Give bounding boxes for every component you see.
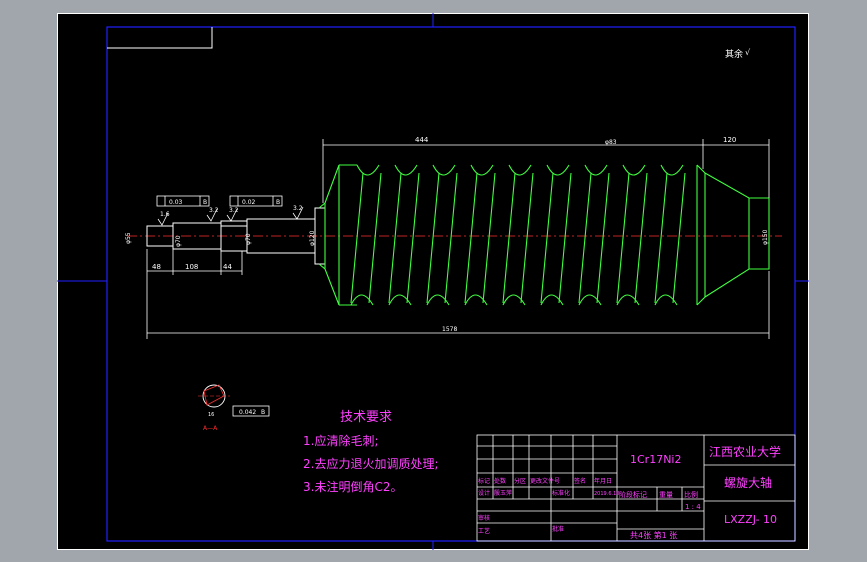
row1-label: 处数: [494, 477, 506, 485]
roughness-4: 3.2: [293, 205, 303, 212]
dim-seg1: 48: [152, 263, 161, 271]
note-3: 3.未注明倒角C2。: [303, 479, 402, 494]
drawing-no: LXZZJ- 10: [724, 513, 777, 526]
part-name: 螺旋大轴: [724, 475, 772, 490]
tol-1-ref: B: [203, 199, 207, 206]
dia-shaft-3: φ70: [245, 233, 252, 245]
title-block-grid: [476, 434, 796, 542]
row2-label: 殷玉萍: [494, 489, 512, 497]
tolerance-frames: [156, 195, 283, 207]
sheet-info: 共4张 第1 张: [630, 530, 677, 540]
tol-3: 0.042: [239, 409, 256, 416]
tol-3-ref: B: [261, 409, 265, 416]
dia-shaft-2: φ70: [175, 235, 182, 247]
section-dim: 16: [208, 412, 214, 418]
note-1: 1.应清除毛刺;: [303, 433, 379, 448]
cad-drawing: 其余 √ 444 φ83 120 1578: [57, 13, 809, 550]
note-2: 2.去应力退火加调质处理;: [303, 456, 439, 471]
helix-flight: [578, 164, 610, 306]
dim-upper: 444: [415, 136, 429, 144]
row2-label: 标准化: [552, 489, 570, 497]
check-label: 审核: [478, 514, 490, 522]
dim-lower: 1578: [442, 326, 457, 333]
tol-1: 0.03: [169, 199, 183, 206]
title-block-row2: 设计 殷玉萍 标准化 2019.6.10: [478, 489, 619, 497]
row2-label: 设计: [478, 489, 490, 497]
weight-label: 重量: [659, 491, 673, 499]
tol-2: 0.02: [242, 199, 256, 206]
helix-flight: [654, 164, 686, 306]
dim-seg3: 44: [223, 263, 232, 271]
roughness-note-symbol: √: [745, 48, 751, 57]
dia-end: φ150: [762, 229, 769, 245]
roughness-note: 其余: [725, 48, 743, 60]
notes-title: 技术要求: [340, 410, 392, 425]
helix-flight: [388, 164, 420, 306]
helix-flights: [350, 164, 686, 306]
stage-label: 阶段标记: [619, 490, 647, 499]
drawing-sheet: 其余 √ 444 φ83 120 1578: [57, 13, 809, 550]
helix-flight: [540, 164, 572, 306]
helix-flight: [616, 164, 648, 306]
scale-value: 1 : 4: [685, 503, 701, 511]
material: 1Cr17Ni2: [630, 453, 681, 466]
shaft-left: [146, 207, 326, 265]
section-tol-frame: [232, 405, 270, 417]
process-label: 工艺: [478, 527, 490, 535]
dim-seg2: 108: [185, 263, 198, 271]
school-name: 江西农业大学: [709, 444, 781, 459]
dia-shaft-1: φ55: [125, 232, 132, 244]
row2-label: 2019.6.10: [594, 491, 619, 497]
helix-flight: [350, 164, 382, 306]
row1-label: 签名: [574, 477, 586, 485]
scale-label: 比例: [684, 490, 698, 499]
tol-2-ref: B: [276, 199, 280, 206]
row1-label: 标记: [478, 477, 490, 485]
dimension-lines: [146, 139, 770, 339]
roughness-3: 3.2: [229, 207, 239, 214]
dim-right: 120: [723, 136, 736, 144]
row1-label: 分区: [514, 477, 526, 485]
section-label: A—A: [203, 425, 218, 432]
row1-label: 更改文件号: [530, 477, 560, 485]
roughness-2: 3.2: [209, 207, 219, 214]
code-box: [107, 27, 213, 49]
dim-helix: φ83: [605, 139, 617, 146]
title-block-row1: 标记 处数 分区 更改文件号 签名 年月日: [478, 477, 612, 485]
row1-label: 年月日: [594, 477, 612, 485]
helix-body: [318, 164, 770, 306]
roughness-1: 1.6: [160, 211, 170, 218]
dia-core: φ120: [309, 230, 316, 246]
helix-flight: [464, 164, 496, 306]
approve-label: 批准: [552, 525, 564, 533]
helix-flight: [426, 164, 458, 306]
inner-frame: [106, 26, 796, 542]
helix-flight: [502, 164, 534, 306]
roughness-marks: [157, 206, 304, 226]
